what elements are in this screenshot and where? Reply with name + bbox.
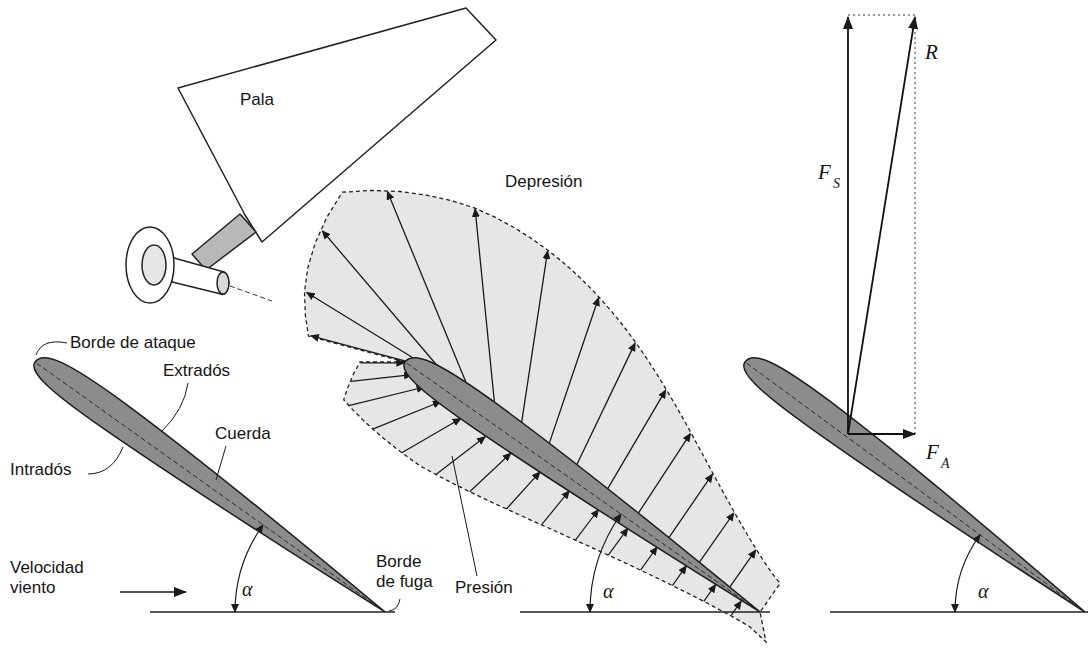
pressure-arrow (470, 453, 511, 492)
suction-arrow (475, 209, 494, 401)
pressure-arrow (575, 510, 598, 541)
pressure-field (305, 190, 781, 642)
hub-disc (126, 227, 174, 303)
force-vectors (848, 15, 915, 434)
turbine-blade (126, 8, 496, 303)
leader-line (36, 342, 67, 355)
pressure-arrow (402, 419, 461, 453)
suction-arrow (638, 434, 691, 515)
suction-arrow (322, 231, 444, 374)
pressure-envelope (344, 362, 766, 642)
suction-arrow (549, 298, 599, 444)
pressure-arrow (608, 528, 628, 555)
pressure-arrow (672, 566, 686, 586)
part-label: Borde de fuga (376, 552, 438, 593)
pressure-arrow (506, 472, 540, 509)
part-label: Extradós (163, 361, 230, 381)
drag-vector (848, 433, 915, 435)
flow-label: Velocidad viento (10, 558, 110, 599)
pressure-arrow (542, 491, 570, 525)
angle-symbol: α (603, 579, 614, 603)
leader-line (88, 447, 123, 474)
airfoil-shape (736, 347, 1092, 624)
suction-arrow (307, 293, 425, 365)
force-symbol: F (926, 440, 939, 465)
wind-arrow (120, 591, 186, 593)
part-label: Cuerda (215, 424, 271, 444)
chord-line (37, 363, 383, 610)
leader-line (161, 383, 188, 432)
pressure-arrow (641, 547, 657, 570)
baseline (520, 611, 770, 612)
lift-vector (847, 17, 849, 434)
leader-line (216, 446, 226, 480)
leader-line (452, 456, 477, 576)
suction-arrow (668, 474, 712, 538)
part-label: Intradós (10, 460, 71, 480)
pressure-arrow (373, 402, 441, 430)
pressure-region (344, 362, 766, 642)
force-symbol: F (818, 160, 831, 185)
force-subscript: A (941, 456, 950, 473)
suction-arrow (311, 336, 406, 361)
angle-symbol: α (978, 579, 989, 603)
baselines (150, 611, 1088, 612)
pressure-arrow (360, 362, 404, 363)
suction-arrow (607, 390, 666, 490)
leader-line (389, 599, 400, 611)
suction-arrow (387, 192, 467, 387)
region-label: Presión (455, 578, 513, 598)
angle-arcs (235, 514, 980, 612)
angle-arc (235, 525, 263, 612)
airfoil-shape (27, 347, 396, 624)
force-symbol: R (925, 40, 938, 65)
leader-lines (36, 342, 477, 611)
shaft-end (217, 272, 229, 294)
chord-line (747, 363, 1084, 611)
axis-line (230, 286, 272, 301)
part-label: Pala (240, 90, 274, 110)
force-subscript: S (833, 176, 840, 193)
construction-line (848, 15, 915, 16)
angle-arc (590, 514, 621, 612)
airfoil-middle (397, 347, 771, 624)
baseline (150, 611, 395, 612)
airfoil-right (736, 347, 1092, 624)
angle-symbol: α (242, 577, 253, 601)
suction-arrow (576, 343, 635, 466)
suction-arrow (699, 513, 734, 563)
resultant-vector (848, 17, 915, 434)
angle-arc (955, 535, 980, 612)
pressure-arrow (704, 585, 716, 602)
blade-root (192, 214, 256, 270)
pressure-arrow (731, 601, 741, 616)
part-label: Borde de ataque (70, 333, 196, 353)
suction-arrow (522, 251, 548, 423)
region-label: Depresión (505, 172, 583, 192)
baseline (830, 611, 1088, 612)
chord-line (407, 363, 758, 610)
suction-envelope (305, 190, 781, 612)
airfoil-shape (397, 347, 771, 624)
pressure-arrow (436, 437, 485, 475)
airfoil-left (27, 347, 396, 624)
construction-line (915, 17, 916, 434)
suction-arrow (730, 550, 756, 587)
pressure-arrow (349, 387, 425, 406)
hub-inner (142, 245, 166, 285)
pressure-arrow (351, 375, 412, 382)
blade-outline (178, 8, 496, 242)
